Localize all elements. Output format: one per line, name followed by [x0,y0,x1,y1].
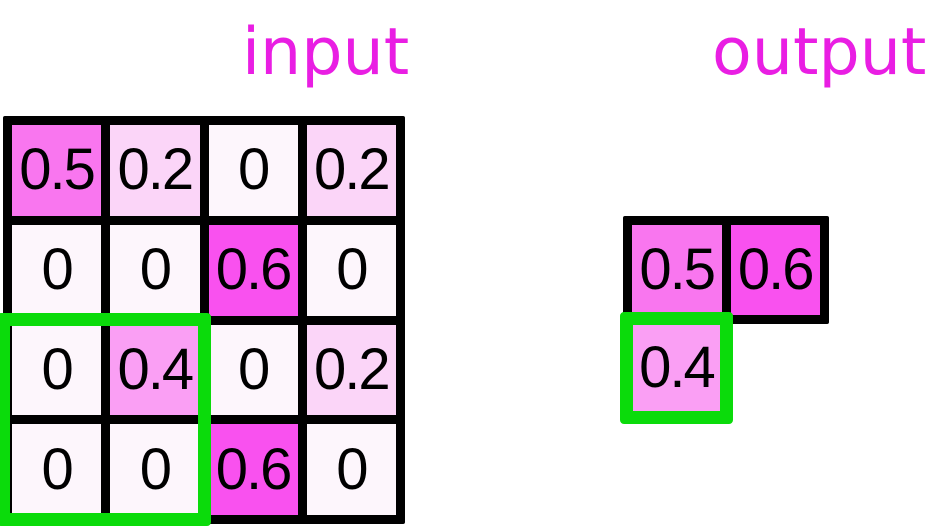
input-cell-r1c2: 0.2 [110,125,200,216]
input-cell-r2c2: 0 [110,224,200,316]
input-title: input [242,15,410,90]
input-cell-r2c4: 0 [306,224,396,316]
output-cell-highlighted: 0.4 [620,312,733,424]
input-cell-r3c4: 0.2 [306,324,396,416]
input-cell-r4c1: 0 [12,424,102,515]
input-grid: 0.5 0.2 0 0.2 0 0 0.6 0 0 0.4 0 0.2 0 0 … [3,116,405,524]
input-cell-r4c2: 0 [110,424,200,515]
output-grid-row1: 0.5 0.6 [623,216,829,324]
input-cell-r2c1: 0 [12,224,102,316]
output-cell-r1c2: 0.6 [730,225,820,315]
input-cell-r1c3: 0 [208,125,298,216]
output-title: output [712,15,927,90]
input-cell-r3c1: 0 [12,324,102,416]
input-cell-r4c3: 0.6 [208,424,298,515]
pooling-window-highlight [0,313,211,526]
input-cell-r4c4: 0 [306,424,396,515]
input-cell-r1c1: 0.5 [12,125,102,216]
output-cell-r1c1: 0.5 [632,225,722,315]
input-cell-r3c3: 0 [208,324,298,416]
input-cell-r1c4: 0.2 [306,125,396,216]
input-cell-r3c2: 0.4 [110,324,200,416]
input-cell-r2c3: 0.6 [208,224,298,316]
